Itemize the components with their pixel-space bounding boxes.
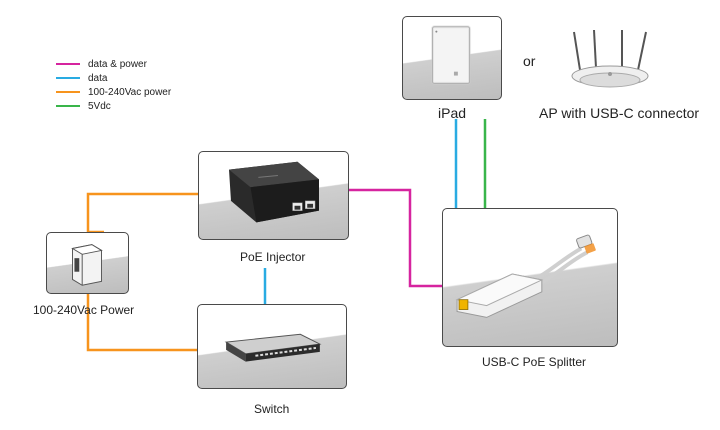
legend-item: data bbox=[56, 71, 171, 85]
usbc-splitter-icon bbox=[455, 234, 596, 318]
legend-swatch bbox=[56, 63, 80, 65]
wire-power-to-switch bbox=[86, 294, 198, 352]
legend-label: 100-240Vac power bbox=[88, 86, 172, 98]
usbc-splitter-box bbox=[442, 208, 618, 347]
legend: data & power data 100-240Vac power 5Vdc bbox=[56, 57, 171, 113]
ipad-icon bbox=[431, 25, 472, 85]
switch-label: Switch bbox=[254, 402, 290, 416]
legend-label: 5Vdc bbox=[88, 100, 111, 112]
switch-icon bbox=[224, 333, 322, 362]
poe-injector-label: PoE Injector bbox=[240, 250, 306, 264]
legend-item: data & power bbox=[56, 57, 171, 71]
legend-swatch bbox=[56, 105, 80, 107]
poe-injector-box bbox=[198, 151, 349, 240]
or-text: or bbox=[523, 53, 536, 69]
power-supply-box bbox=[46, 232, 129, 294]
access-point-icon bbox=[571, 29, 649, 88]
ipad-label: iPad bbox=[438, 105, 467, 121]
legend-label: data bbox=[88, 72, 108, 84]
legend-item: 100-240Vac power bbox=[56, 85, 171, 99]
legend-swatch bbox=[56, 91, 80, 93]
legend-swatch bbox=[56, 77, 80, 79]
ap-label: AP with USB-C connector bbox=[539, 105, 700, 121]
wire-power-to-injector bbox=[86, 192, 198, 234]
power-supply-icon bbox=[71, 244, 103, 286]
poe-injector-icon bbox=[229, 161, 319, 223]
legend-item: 5Vdc bbox=[56, 99, 171, 113]
switch-box bbox=[197, 304, 347, 389]
ipad-box bbox=[402, 16, 502, 100]
power-label: 100-240Vac Power bbox=[33, 303, 135, 317]
wire-injector-to-splitter bbox=[348, 188, 442, 288]
usbc-splitter-label: USB-C PoE Splitter bbox=[482, 355, 587, 369]
legend-label: data & power bbox=[88, 58, 147, 70]
